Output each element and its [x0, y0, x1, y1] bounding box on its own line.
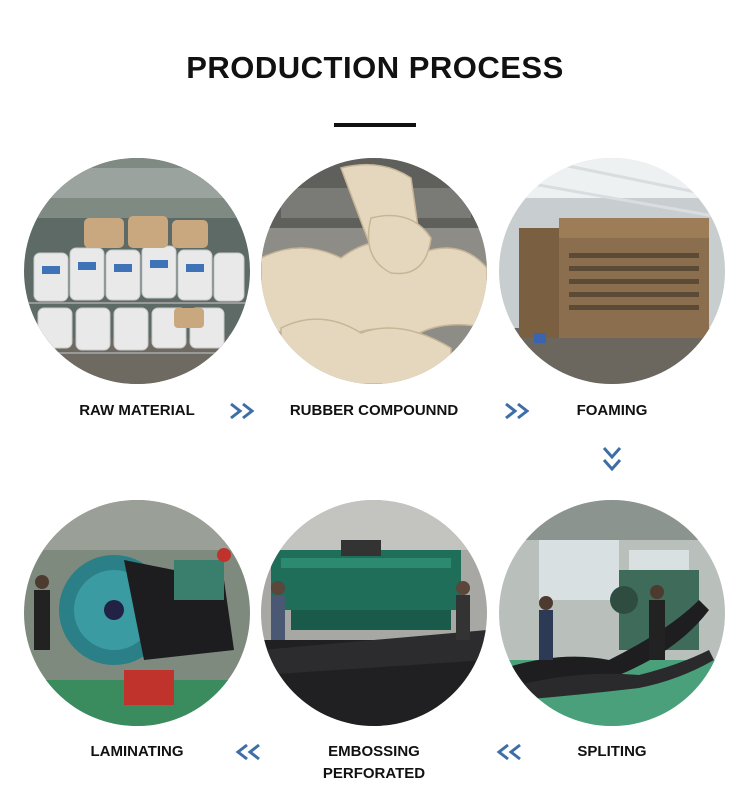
step-image-rubber-compound: [261, 158, 487, 384]
step-label-laminating: LAMINATING: [90, 743, 184, 760]
step-label-foaming: FOAMING: [576, 402, 648, 419]
step-image-embossing-perforated: [261, 500, 487, 726]
step-image-foaming: [499, 158, 725, 384]
step-image-laminating: [24, 500, 250, 726]
double-chevron-down-icon: [602, 447, 622, 472]
title-underline: [334, 123, 416, 127]
step-label-spliting: SPLITING: [577, 743, 647, 760]
step-label-embossing: EMBOSSING: [328, 743, 420, 760]
double-chevron-left-icon: [496, 743, 521, 761]
double-chevron-right-icon: [505, 402, 530, 420]
double-chevron-left-icon: [235, 743, 260, 761]
step-label-rubber-compound: RUBBER COMPOUNND: [289, 402, 459, 419]
step-label-raw-material: RAW MATERIAL: [79, 402, 195, 419]
step-label-perforated: PERFORATED: [322, 765, 426, 782]
step-image-raw-material: [24, 158, 250, 384]
step-image-spliting: [499, 500, 725, 726]
double-chevron-right-icon: [230, 402, 255, 420]
page-title: PRODUCTION PROCESS: [186, 50, 564, 85]
